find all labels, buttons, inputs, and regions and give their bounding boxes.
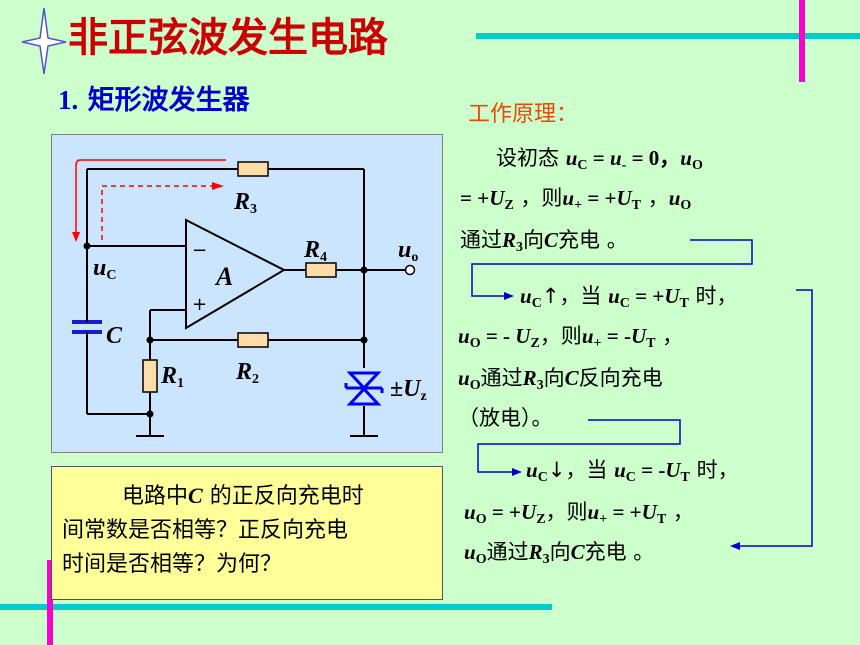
question-line3: 时间是否相等？为何？: [62, 552, 283, 577]
node-uc: [83, 242, 91, 250]
top-teal-line: [476, 33, 860, 39]
flow-arrow-1: [471, 239, 753, 297]
flow-arrow-3: [734, 289, 813, 547]
section-number: 1.: [58, 85, 79, 115]
principle-p1-line3: 通过R3向C充电 。: [460, 228, 628, 255]
bottom-magenta-bar: [47, 560, 53, 645]
bottom-teal-line: [0, 604, 552, 610]
resistor-r3: [237, 161, 269, 177]
node-r2-right: [360, 336, 368, 344]
principle-p3-line3: uO通过R3向C充电 。: [464, 540, 655, 567]
top-magenta-bar: [799, 0, 805, 82]
resistor-r2: [237, 332, 269, 348]
principle-p1-line1: 设初态 uC = u- = 0，uO: [496, 146, 703, 173]
label-zener-voltage: ±Uz: [390, 376, 427, 404]
page-title: 非正弦波发生电路: [68, 15, 388, 61]
label-minus-input: −: [192, 240, 208, 261]
label-plus-input: +: [192, 294, 208, 315]
opamp-triangle: [185, 218, 287, 330]
zener-diode: [344, 371, 384, 406]
principle-p3-line2: uO = +UZ，则u+ = +UT ，: [464, 500, 694, 527]
principle-p2-line3: uO通过R3向C反向充电: [458, 366, 663, 393]
label-r2: R2: [236, 359, 260, 387]
terminal-uo: [404, 264, 416, 276]
resistor-r1: [142, 359, 158, 393]
section-subtitle: 1. 矩形波发生器: [58, 84, 250, 117]
charge-path-arrow: [75, 159, 92, 236]
principle-heading: 工作原理：: [468, 102, 579, 127]
node-ground: [146, 410, 154, 418]
label-uo: uo: [398, 237, 419, 265]
question-line1: 电路中C 的正反向充电时: [122, 483, 364, 509]
principle-p3-line1: uC↓，当 uC = -UT 时，: [526, 458, 739, 485]
question-line2: 间常数是否相等？正反向充电: [62, 518, 349, 543]
label-uc: uC: [93, 255, 117, 283]
node-output: [360, 266, 368, 274]
label-r1: R1: [161, 363, 185, 391]
label-r3: R3: [234, 189, 258, 217]
circuit-panel: [51, 134, 443, 453]
label-capacitor: C: [106, 323, 123, 349]
four-point-star-icon: [21, 7, 67, 75]
label-r4: R4: [304, 237, 328, 265]
principle-p2-line1: uC↑，当 uC = +UT 时，: [520, 284, 738, 311]
discharge-path-arrow: [101, 185, 214, 240]
circuit-diagram: [72, 159, 416, 437]
principle-p2-line2: uO = - UZ，则u+ = -UT ，: [458, 324, 684, 351]
resistor-r4: [305, 262, 337, 278]
principle-p2-line4: （放电）。: [458, 406, 553, 430]
section-name: 矩形波发生器: [87, 85, 250, 116]
principle-p1-line2: = +UZ ，则u+ = +UT ，uO: [460, 186, 692, 213]
question-box: 电路中C 的正反向充电时 间常数是否相等？正反向充电 时间是否相等？为何？: [51, 466, 443, 600]
label-opamp: A: [216, 262, 234, 291]
flow-arrow-2: [477, 419, 681, 473]
node-plus: [146, 336, 154, 344]
